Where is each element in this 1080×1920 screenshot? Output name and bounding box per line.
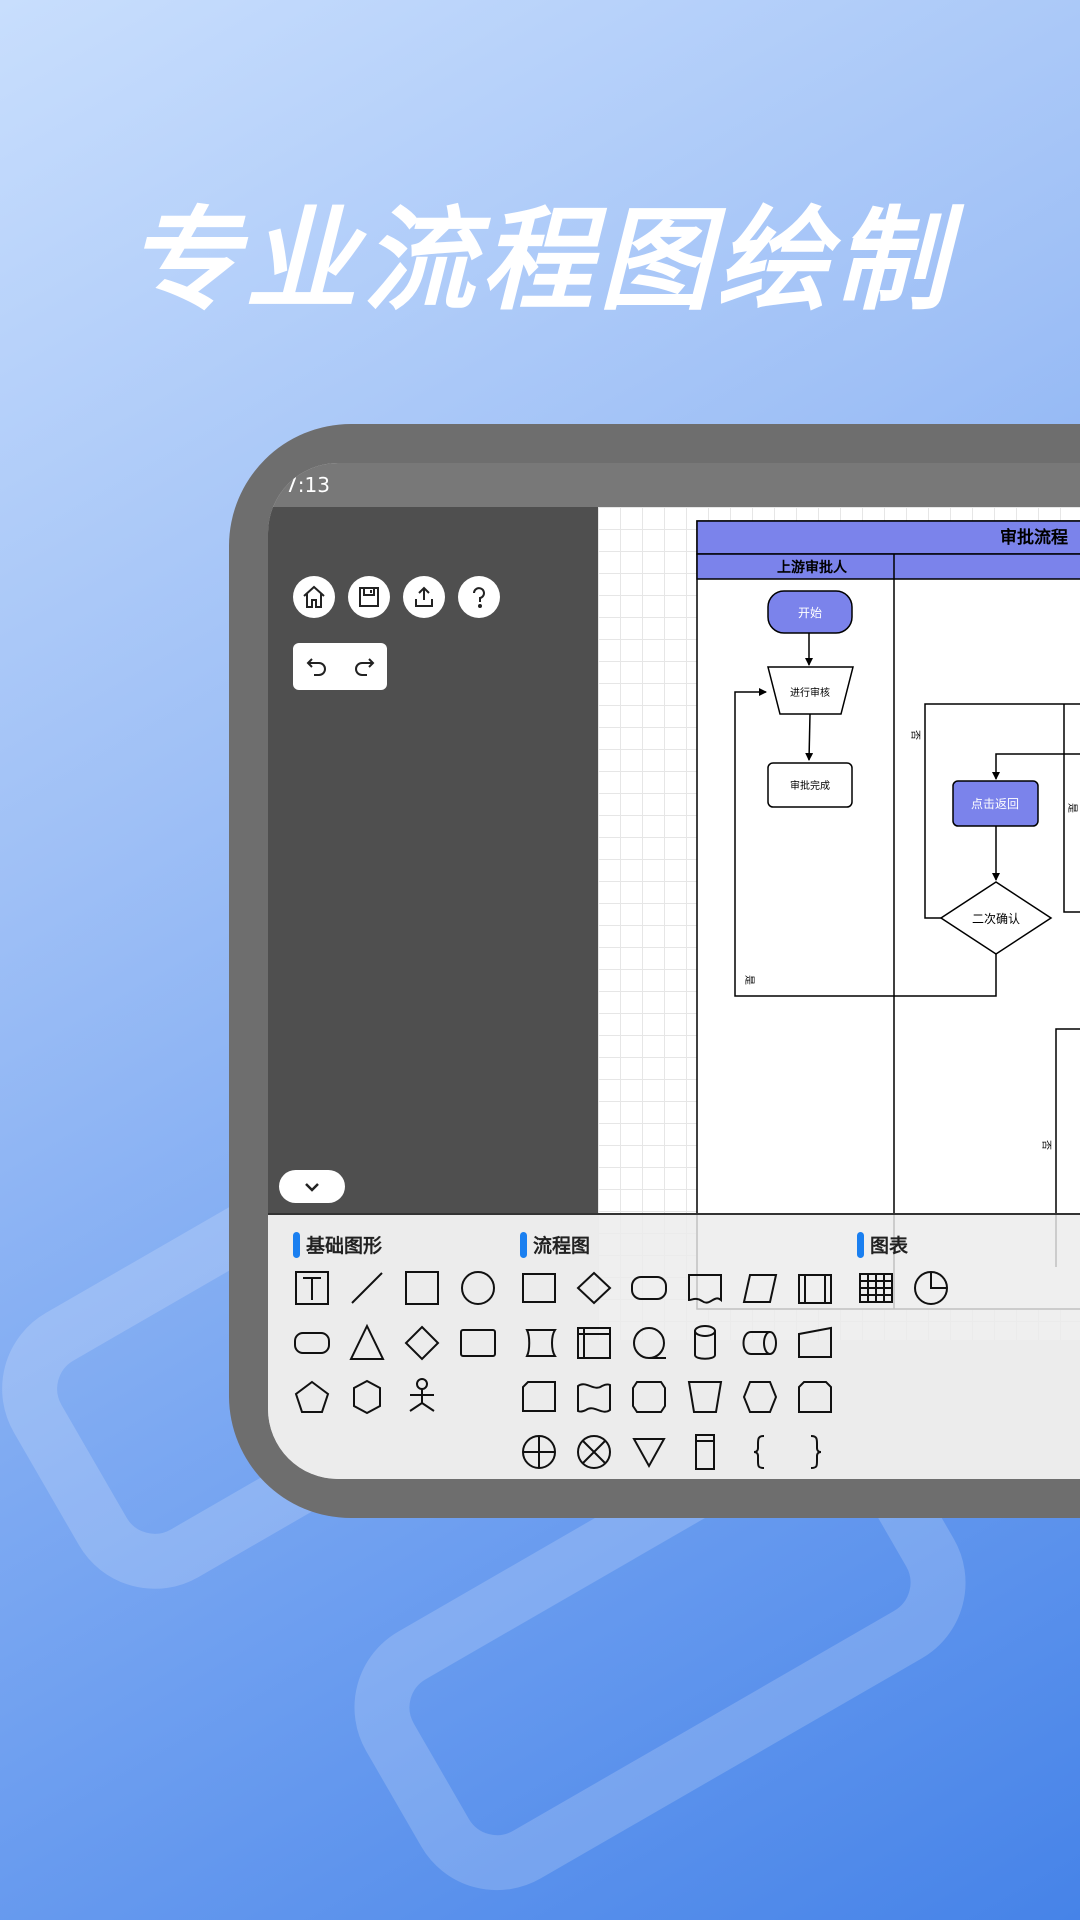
home-icon: [303, 585, 325, 608]
section-basic-shapes: 基础图形: [293, 1231, 382, 1258]
edge-label-no: 否: [909, 730, 921, 740]
decision-shape-icon[interactable]: [573, 1267, 615, 1309]
rounded-rect-shape-icon[interactable]: [291, 1322, 333, 1364]
merge-shape-icon[interactable]: [628, 1431, 670, 1473]
hexagon-shape-icon[interactable]: [346, 1376, 388, 1418]
redo-icon[interactable]: [351, 654, 377, 680]
line-shape-icon[interactable]: [346, 1267, 388, 1309]
start-label: 开始: [798, 606, 822, 620]
rect-shape-icon[interactable]: [401, 1267, 443, 1309]
home-button[interactable]: [293, 576, 335, 618]
storage-bar-shape-icon[interactable]: [684, 1431, 726, 1473]
triangle-shape-icon[interactable]: [346, 1322, 388, 1364]
status-time: 7:13: [285, 473, 330, 497]
off-page-shape-icon[interactable]: [794, 1376, 836, 1418]
save-icon: [359, 587, 379, 607]
node-review: [767, 666, 854, 715]
section-title: 基础图形: [306, 1235, 383, 1257]
predefined-shape-icon[interactable]: [794, 1267, 836, 1309]
chevron-down-icon: [305, 1182, 319, 1192]
tool-sidebar: [268, 507, 598, 1213]
document-shape-icon[interactable]: [684, 1267, 726, 1309]
diamond-shape-icon[interactable]: [401, 1322, 443, 1364]
done-label: 审批完成: [790, 779, 830, 792]
pie-shape-icon[interactable]: [910, 1267, 952, 1309]
flowchart-diagram: 审批流程 上游审批人 开始 进行审核 审批完成 点击返回 二次确认 是 否 是 …: [696, 520, 1080, 1310]
pentagon-shape-icon[interactable]: [291, 1376, 333, 1418]
brace-left-shape-icon[interactable]: [739, 1431, 781, 1473]
ellipse-shape-icon[interactable]: [457, 1267, 499, 1309]
confirm-label: 二次确认: [972, 912, 1020, 926]
card-shape-icon[interactable]: [518, 1376, 560, 1418]
process-shape-icon[interactable]: [518, 1267, 560, 1309]
summing-junction-shape-icon[interactable]: [573, 1431, 615, 1473]
review-label: 进行审核: [790, 686, 830, 699]
export-icon: [415, 586, 433, 607]
save-button[interactable]: [348, 576, 390, 618]
direct-data-shape-icon[interactable]: [739, 1322, 781, 1364]
section-title: 流程图: [533, 1235, 591, 1257]
tape-shape-icon[interactable]: [573, 1376, 615, 1418]
internal-storage-shape-icon[interactable]: [573, 1322, 615, 1364]
brace-right-shape-icon[interactable]: [794, 1431, 836, 1473]
lane-title: 上游审批人: [777, 559, 848, 576]
help-button[interactable]: [458, 576, 500, 618]
terminator-shape-icon[interactable]: [628, 1267, 670, 1309]
node-done: [767, 762, 853, 808]
section-title: 图表: [870, 1235, 909, 1257]
node-start: [767, 590, 853, 634]
table-shape-icon[interactable]: [855, 1267, 897, 1309]
export-button[interactable]: [403, 576, 445, 618]
section-flowchart: 流程图: [520, 1231, 590, 1258]
headline: 专业流程图绘制: [127, 196, 953, 326]
help-icon: [473, 587, 485, 608]
shape-palette: 基础图形 流程图 图表: [268, 1213, 1080, 1479]
diagram-title: 审批流程: [1000, 527, 1068, 548]
back-label: 点击返回: [971, 797, 1019, 811]
edge-label-yes-2: 是: [1066, 803, 1078, 813]
node-confirm: [939, 881, 1053, 955]
section-chart: 图表: [857, 1231, 908, 1258]
edge-label-yes: 是: [743, 975, 755, 985]
collapse-button[interactable]: [279, 1170, 345, 1203]
undo-icon[interactable]: [304, 654, 330, 680]
data-shape-icon[interactable]: [739, 1267, 781, 1309]
actor-shape-icon[interactable]: [401, 1376, 443, 1418]
undo-redo-group: [293, 643, 387, 690]
drawing-canvas[interactable]: 审批流程 上游审批人 开始 进行审核 审批完成 点击返回 二次确认 是 否 是 …: [598, 507, 1080, 1340]
manual-op-input-shape-icon[interactable]: [794, 1322, 836, 1364]
manual-input-shape-icon[interactable]: [518, 1322, 560, 1364]
or-shape-icon[interactable]: [518, 1431, 560, 1473]
sequential-data-shape-icon[interactable]: [628, 1322, 670, 1364]
app-screen: 7:13: [268, 463, 1080, 1479]
text-shape-icon[interactable]: [291, 1267, 333, 1309]
database-shape-icon[interactable]: [684, 1322, 726, 1364]
manual-operation-shape-icon[interactable]: [684, 1376, 726, 1418]
hexagon-flow-shape-icon[interactable]: [739, 1376, 781, 1418]
square-shape-icon[interactable]: [457, 1322, 499, 1364]
node-back: [952, 780, 1039, 827]
edge-label-no-2: 否: [1040, 1140, 1052, 1150]
preparation-shape-icon[interactable]: [628, 1376, 670, 1418]
status-bar: 7:13: [268, 463, 1080, 507]
